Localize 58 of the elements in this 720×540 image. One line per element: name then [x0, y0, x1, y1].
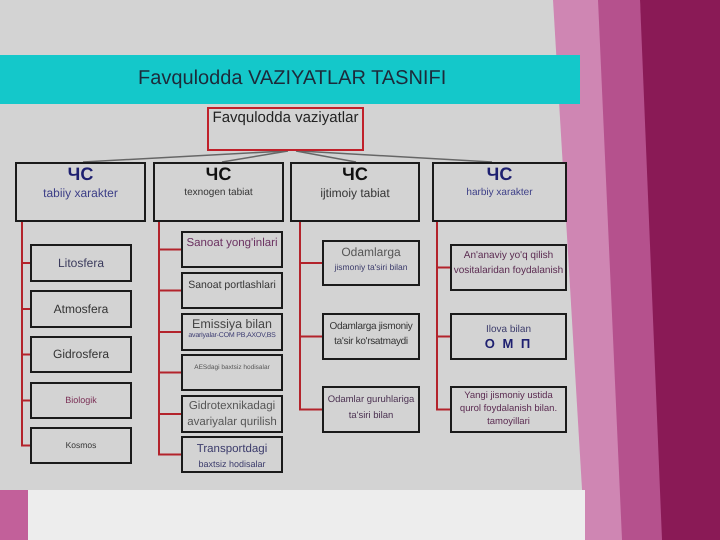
category-box: [153, 162, 284, 222]
subcategory-box: [30, 244, 132, 282]
node-title: ЧС: [68, 165, 94, 185]
node-title: ЧС: [206, 165, 232, 185]
node-title: Odamlarga: [341, 245, 401, 261]
node-title: Ilova bilan: [486, 323, 532, 336]
subcategory-box: [30, 427, 132, 464]
node-subtitle: jismoniy ta'siri bilan: [334, 260, 408, 274]
node-subtitle: О М П: [484, 336, 532, 353]
node-label: An'anaviy yo'q qilish vositalaridan foydalanish: [453, 249, 564, 278]
subcategory-box: [30, 336, 132, 373]
node-label: Gidrotexnikadagi avariyalar qurilish: [186, 399, 278, 430]
subcategory-box: [181, 313, 283, 351]
subcategory-box: [450, 313, 567, 360]
subcategory-box: [181, 436, 283, 473]
category-box: [290, 162, 420, 222]
node-subtitle: tabiiy xarakter: [43, 184, 118, 202]
subcategory-box: [30, 382, 132, 419]
root-box: [207, 107, 364, 151]
subcategory-box: [322, 386, 420, 433]
subcategory-box: [450, 386, 567, 433]
connector-line: [21, 222, 30, 446]
node-title: Emissiya bilan: [192, 317, 272, 332]
connector-line: [300, 150, 492, 163]
connector-line: [222, 150, 288, 163]
node-label: Odamlarga jismoniy ta'sir ko'rsatmaydi: [328, 320, 414, 349]
node-label: Atmosfera: [54, 302, 108, 316]
node-title: Transportdagi: [196, 442, 268, 457]
node-subtitle: ijtimoiy tabiat: [320, 184, 390, 202]
node-label: Favqulodda vaziyatlar: [212, 110, 358, 126]
subcategory-box: [30, 290, 132, 328]
connector-line: [299, 222, 322, 410]
node-label: Odamlar guruhlariga ta'siri bilan: [326, 393, 416, 424]
node-subtitle: harbiy xarakter: [466, 186, 533, 200]
node-subtitle: baxtsiz hodisalar: [198, 458, 266, 472]
node-label: Kosmos: [66, 440, 96, 451]
node-label: Gidrosfera: [52, 347, 110, 362]
node-label: Biologik: [65, 395, 97, 406]
node-label: Sanoat yong'inlari: [186, 237, 278, 251]
subcategory-box: [181, 354, 283, 391]
subcategory-box: [181, 272, 283, 309]
category-box: [15, 162, 146, 222]
connector-line: [158, 222, 181, 456]
node-label: Litosfera: [58, 256, 104, 270]
subcategory-box: [322, 240, 420, 286]
connector-line: [436, 222, 450, 410]
connector-line: [296, 150, 356, 163]
subcategory-box: [450, 244, 567, 291]
node-title: ЧС: [486, 165, 512, 185]
node-label: Yangi jismoniy ustida qurol foydalanish bilan. tamoyillari: [458, 390, 558, 428]
subcategory-box: [181, 231, 283, 268]
node-subtitle: texnogen tabiat: [184, 186, 253, 200]
node-title: ЧС: [342, 165, 368, 185]
slide-title: Favqulodda VAZIYATLAR TASNIFI: [138, 67, 446, 90]
node-label: Sanoat portlashlari: [188, 279, 276, 292]
subcategory-box: [322, 313, 420, 360]
subcategory-box: [181, 395, 283, 433]
category-box: [432, 162, 567, 222]
